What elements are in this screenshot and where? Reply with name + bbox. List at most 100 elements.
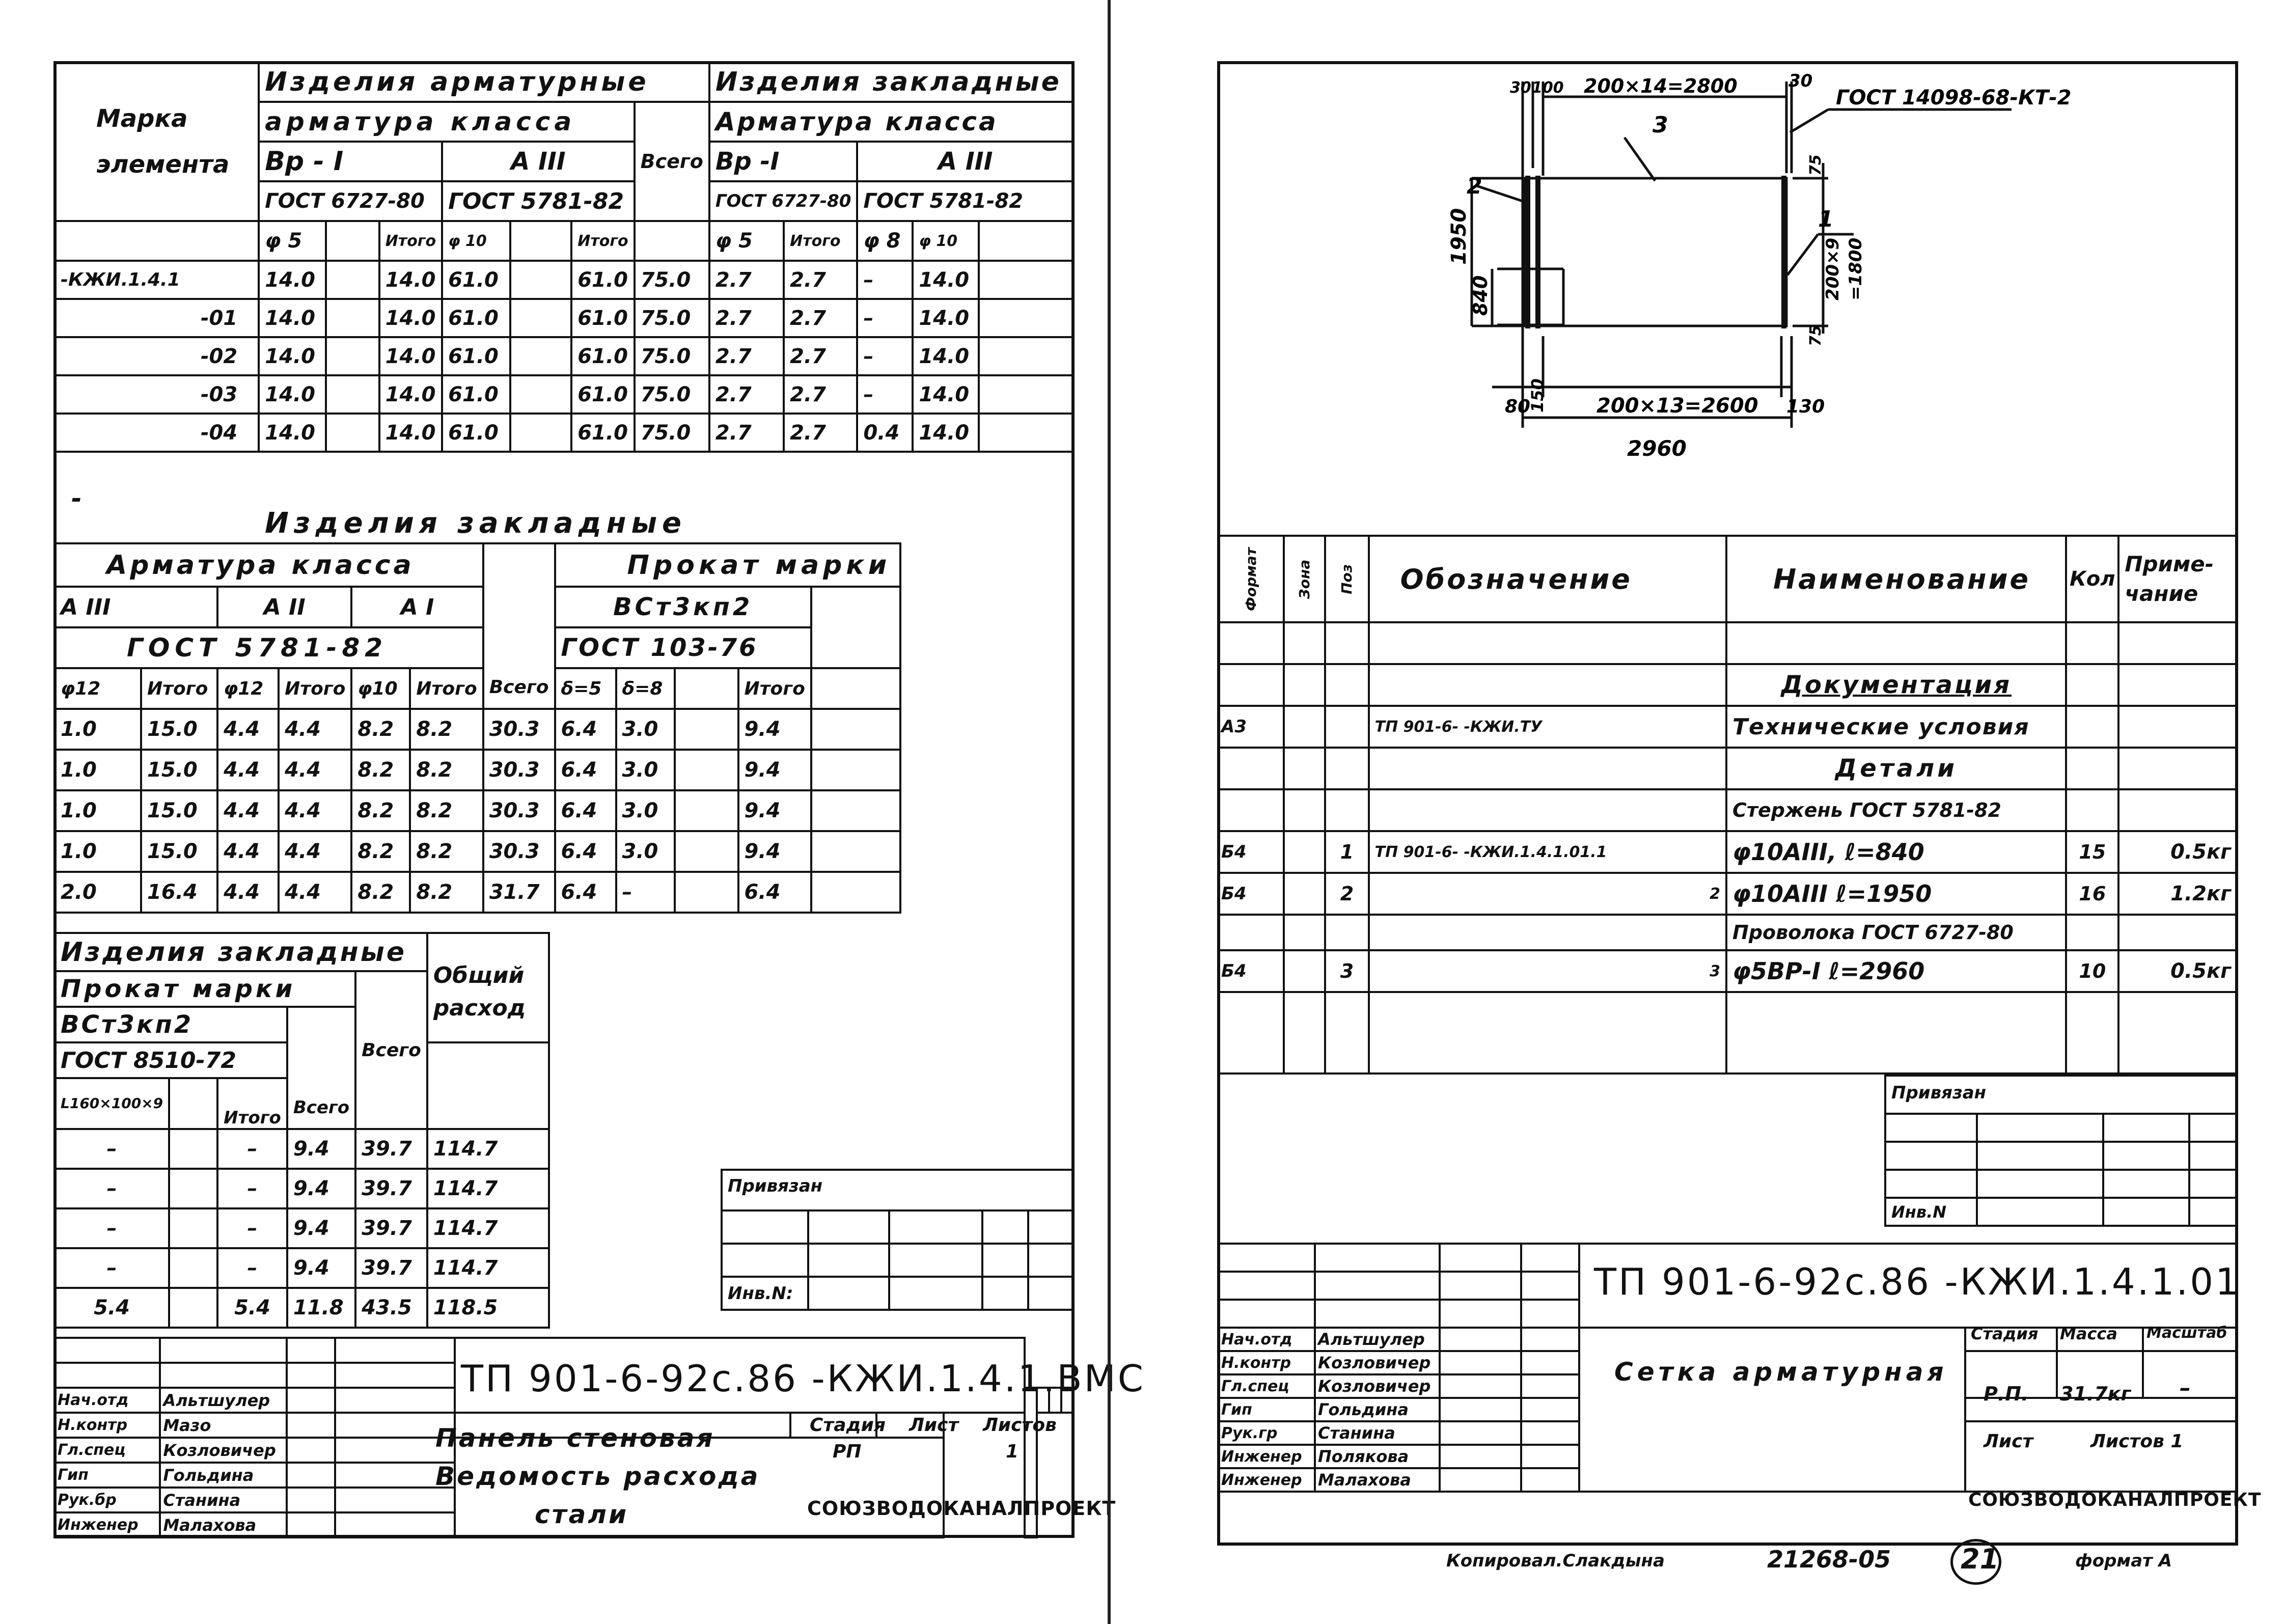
footer-format: формат А — [2075, 1551, 2172, 1571]
row-cell — [977, 412, 1075, 453]
row-cell: 8.2 — [350, 708, 411, 751]
row-cell: – — [856, 298, 914, 338]
spec-cell — [1283, 663, 1327, 707]
gost-5781b: ГОСТ 5781-82 — [856, 180, 1075, 222]
row-cell: 6.4 — [554, 830, 617, 873]
row-cell — [509, 374, 573, 415]
row-cell — [673, 708, 739, 751]
row-cell — [509, 412, 573, 453]
signature — [286, 1487, 337, 1513]
row-cell: 75.0 — [633, 298, 710, 338]
r-privyazan-label: Привязан — [1884, 1075, 2238, 1114]
footer-page: 21 — [1961, 1543, 1999, 1575]
row-cell: 75.0 — [633, 374, 710, 415]
mid-title: Изделия закладные — [265, 507, 686, 540]
inv-label: Инв.N: — [721, 1276, 809, 1311]
spec-cell — [1283, 949, 1327, 993]
row-cell: – — [216, 1168, 288, 1209]
mt-col-head: Итого — [140, 667, 219, 710]
left-doc-code: ТП 901-6-92с.86 -КЖИ.1.4.1.ВМС — [461, 1357, 1146, 1400]
row-cell: 30.3 — [482, 830, 556, 873]
row-cell: 14.0 — [912, 260, 980, 300]
mt-col-head: δ=8 — [615, 667, 676, 710]
row-cell: 14.0 — [912, 298, 980, 338]
spec-cell — [2117, 621, 2238, 665]
spec-cell: 10 — [2065, 949, 2120, 993]
signature — [286, 1412, 337, 1439]
spec-cell: 16 — [2065, 872, 2120, 916]
left-title-3: стали — [535, 1500, 629, 1529]
spec-cell — [1283, 621, 1327, 665]
spec-cell — [2065, 621, 2120, 665]
spec-cell — [1324, 621, 1370, 665]
row-cell: 11.8 — [286, 1287, 357, 1329]
row-cell: 9.4 — [737, 708, 812, 751]
left-stadiya-value: РП — [833, 1441, 862, 1462]
row-cell: 9.4 — [737, 749, 812, 791]
stamp-person: Козловичер — [1313, 1350, 1441, 1375]
tt-col-head: φ 8 — [856, 220, 914, 262]
row-cell: – — [615, 871, 676, 914]
spec-cell — [2065, 747, 2120, 790]
low-vst: ВСт3кп2 — [53, 1006, 288, 1043]
mid-vst: ВСт3кп2 — [554, 586, 812, 628]
h-zona: Зона — [1296, 559, 1313, 599]
row-cell: – — [216, 1128, 288, 1170]
spec-cell: φ5ВР-I ℓ=2960 — [1725, 949, 2068, 993]
r-masshtab-label: Масштаб — [2146, 1324, 2227, 1342]
row-cell: 4.4 — [278, 708, 353, 751]
row-cell — [673, 871, 739, 914]
tt-col-head: Итого — [783, 220, 859, 262]
row-cell — [168, 1168, 219, 1209]
row-cell: – — [216, 1247, 288, 1289]
row-cell — [168, 1207, 219, 1249]
spec-cell — [1217, 621, 1285, 665]
h-oboz: Обозначение — [1367, 535, 1728, 623]
row-cell: 15.0 — [140, 749, 219, 791]
tt-col-head: φ 5 — [258, 220, 327, 262]
signature — [286, 1387, 337, 1414]
spec-cell — [1324, 914, 1370, 951]
group-zaklad: Изделия закладные — [708, 61, 1075, 103]
signature — [1438, 1327, 1522, 1352]
dim-1800: =1800 — [1846, 238, 1866, 300]
mt-col-head: δ=5 — [554, 667, 617, 710]
signature — [286, 1462, 337, 1489]
stamp-role: Н.контр — [1217, 1350, 1316, 1375]
row-cell: 3.0 — [615, 749, 676, 791]
row-cell: 61.0 — [570, 412, 636, 453]
row-cell: 114.7 — [426, 1247, 550, 1289]
row-cell: 8.2 — [409, 830, 484, 873]
stamp-role: Гл.спец — [53, 1437, 161, 1464]
left-title-1: Панель стеновая — [435, 1423, 715, 1453]
spec-cell: А3 — [1217, 705, 1285, 749]
embedded-rolled-table: Изделия закладные Общий расход Прокат ма… — [53, 932, 550, 1329]
row-cell — [168, 1128, 219, 1170]
row-cell: 6.4 — [737, 871, 812, 914]
stamp-person: Альтшулер — [159, 1387, 288, 1414]
row-cell: 9.4 — [286, 1168, 357, 1209]
row-cell: 6.4 — [554, 749, 617, 791]
low-angle: L160×100×9 — [53, 1077, 171, 1130]
mid-vsego: Всего — [482, 542, 556, 710]
mt-col-head: φ12 — [53, 667, 143, 710]
spec-cell — [1324, 747, 1370, 790]
footer-kopiroval: Копировал.Слакдына — [1446, 1551, 1665, 1571]
low-itogo: Итого — [216, 1077, 288, 1130]
row-cell: 4.4 — [278, 789, 353, 832]
row-cell: 2.7 — [708, 260, 785, 300]
steel-consumption-table: Марка элемента Изделия арматурные Издели… — [53, 61, 1075, 453]
row-cell: 2.7 — [783, 260, 859, 300]
row-cell: 6.4 — [554, 871, 617, 914]
row-cell: 14.0 — [258, 336, 327, 376]
stamp-role: Нач.отд — [1217, 1327, 1316, 1352]
row-cell: 1.0 — [53, 830, 143, 873]
spec-cell: 0.5кг — [2117, 830, 2238, 874]
row-cell: 5.4 — [53, 1287, 171, 1329]
